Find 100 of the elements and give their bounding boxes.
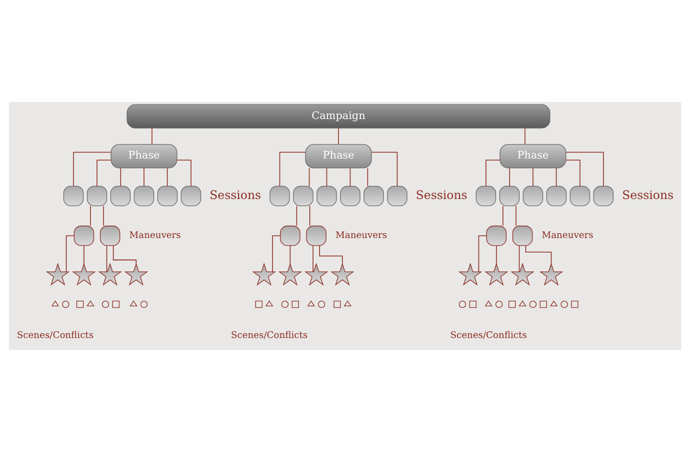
node-box (486, 225, 507, 246)
node-circle (318, 300, 326, 308)
node-circle (281, 300, 289, 308)
connector (112, 244, 137, 264)
connector (319, 244, 343, 264)
connector (73, 151, 112, 186)
node-box (476, 185, 496, 206)
node-box (546, 185, 567, 206)
node-box (63, 185, 84, 206)
node-box (157, 185, 178, 206)
node-box (134, 185, 154, 206)
node-circle (560, 300, 568, 308)
node-circle (140, 300, 148, 308)
node-box (364, 185, 384, 206)
connector (350, 167, 351, 186)
node-star (484, 262, 508, 286)
node-box (508, 300, 516, 308)
connector (556, 167, 557, 186)
node-star (278, 262, 302, 286)
node-box (180, 185, 202, 206)
node-star (252, 262, 276, 286)
node-circle (458, 300, 466, 308)
connector (106, 244, 108, 272)
node-box (571, 300, 578, 308)
node-star (304, 262, 328, 286)
node-circle (102, 300, 110, 308)
node-box (306, 225, 326, 246)
node-star (124, 262, 148, 286)
node-star (46, 262, 70, 286)
node-box (499, 185, 520, 206)
node-star (98, 262, 122, 286)
node-triangle (86, 300, 94, 306)
node-circle (495, 300, 503, 308)
connector (509, 167, 510, 186)
node-box (255, 300, 262, 308)
node-star (458, 262, 482, 286)
node-box (522, 185, 544, 206)
label: Maneuvers (336, 230, 388, 241)
node-circle (62, 300, 70, 308)
node-box (387, 185, 408, 206)
label: Maneuvers (542, 230, 594, 241)
connector (496, 244, 497, 264)
node-triangle (130, 300, 138, 306)
connector (290, 244, 291, 264)
node-star (330, 262, 354, 286)
connector (66, 234, 74, 272)
node-triangle (51, 300, 60, 306)
connector (486, 159, 500, 186)
node-star (510, 262, 534, 286)
connector (326, 167, 328, 186)
node-triangle (307, 300, 315, 306)
connector (502, 204, 504, 226)
connector (367, 167, 368, 186)
connector (103, 204, 104, 226)
connector (279, 151, 306, 186)
node-box (540, 300, 547, 308)
node-triangle (344, 300, 352, 306)
connector (478, 234, 487, 272)
node-box (86, 185, 108, 206)
node-box (280, 225, 300, 246)
node-triangle (265, 300, 274, 306)
node-box: Phase (110, 144, 178, 168)
node-star (72, 262, 96, 286)
connector (532, 167, 534, 186)
node-box (292, 300, 299, 308)
node-box (469, 300, 476, 308)
node-triangle (484, 300, 492, 306)
node-box (76, 300, 84, 308)
node-box (74, 225, 94, 246)
node-box (340, 185, 360, 206)
node-triangle (518, 300, 526, 306)
connector (309, 204, 310, 226)
connector (566, 151, 604, 186)
connector (312, 244, 314, 272)
node-star (539, 262, 564, 286)
node-box (110, 185, 131, 206)
node-triangle (550, 300, 558, 306)
connector (272, 234, 281, 272)
node-circle (529, 300, 537, 308)
connector (166, 167, 168, 186)
node-box (512, 225, 533, 246)
node-box (270, 185, 290, 206)
node-box: Campaign (126, 104, 550, 128)
connector (524, 127, 526, 144)
connector (296, 204, 298, 226)
connector (90, 204, 91, 226)
label: Sessions (622, 187, 674, 202)
connector (308, 167, 310, 186)
label: Sessions (416, 187, 468, 202)
node-box (334, 300, 341, 308)
label: Scenes/Conflicts (230, 330, 308, 341)
connector (338, 127, 339, 144)
label: Sessions (210, 187, 262, 202)
label: Scenes/Conflicts (450, 330, 527, 341)
connector (566, 159, 580, 186)
connector (176, 159, 192, 186)
connector (371, 151, 398, 186)
node-box (100, 225, 120, 246)
connector (518, 244, 520, 272)
node-box (316, 185, 337, 206)
